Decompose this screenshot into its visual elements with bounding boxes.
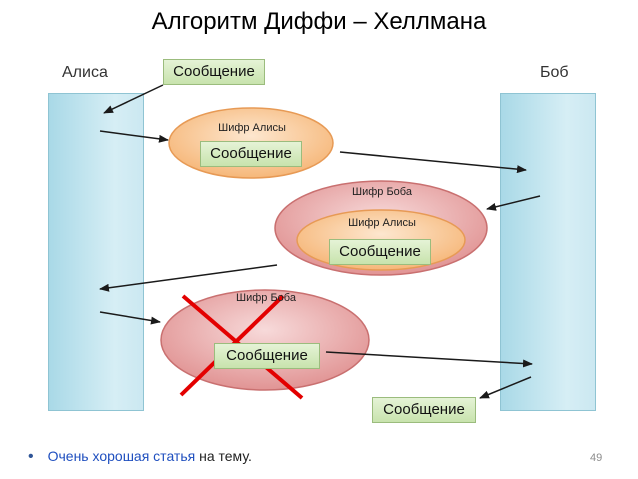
message-box-top: Сообщение <box>163 59 265 85</box>
arrow-cipher-to-bob <box>339 151 527 174</box>
bob-lane <box>500 93 596 411</box>
bob-cipher-label: Шифр Боба <box>352 186 412 198</box>
alice-lane <box>48 93 144 411</box>
article-link[interactable]: Очень хорошая статья <box>47 448 196 464</box>
arrow-message-to-alice <box>103 84 164 114</box>
message-box-bottom: Сообщение <box>372 397 476 423</box>
bullet-item: • Очень хорошая статья на тему. <box>28 448 252 466</box>
message-box-alice-cipher: Сообщение <box>200 141 302 167</box>
page-number: 49 <box>590 452 603 464</box>
arrow-alice-to-bob-cipher <box>99 311 161 325</box>
arrow-bob-to-message <box>479 376 532 399</box>
bob-label: Боб <box>540 64 569 81</box>
arrow-bob-to-double-cipher <box>486 195 541 211</box>
slide-title: Алгоритм Диффи – Хеллмана <box>151 8 487 35</box>
bullet-dot-icon: • <box>28 448 34 465</box>
alice-label: Алиса <box>62 64 108 81</box>
alice-cipher-label: Шифр Алисы <box>218 122 286 134</box>
bob-cipher-lower-label: Шифр Боба <box>236 292 296 304</box>
bullet-rest-text: на тему. <box>195 448 252 464</box>
message-box-bob-cipher: Сообщение <box>214 343 320 369</box>
arrow-alice-to-cipher <box>99 130 169 143</box>
message-box-double-cipher: Сообщение <box>329 239 431 265</box>
arrow-double-cipher-to-alice <box>99 264 278 292</box>
alice-cipher-inner-label: Шифр Алисы <box>348 217 416 229</box>
arrow-bob-cipher-to-bob <box>325 351 533 368</box>
